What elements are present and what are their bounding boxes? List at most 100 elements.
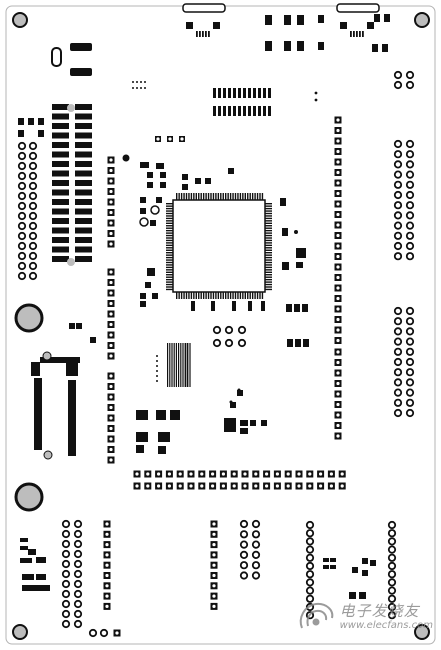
- smd-pad: [52, 199, 69, 205]
- round-pad: [28, 241, 38, 251]
- pad-hole: [109, 447, 113, 452]
- pad-hole: [336, 317, 340, 322]
- smd-pad: [349, 592, 356, 599]
- smd-pad: [212, 292, 215, 299]
- smd-pad: [166, 283, 173, 286]
- smd-pad: [230, 402, 236, 408]
- smd-pad: [297, 15, 304, 25]
- round-pad: [305, 586, 315, 595]
- pad-hole: [109, 210, 113, 215]
- pad-hole: [105, 604, 109, 609]
- smd-pad: [265, 244, 272, 247]
- round-pad: [387, 570, 397, 579]
- pad-hole: [336, 128, 340, 133]
- round-pad: [405, 70, 415, 80]
- smd-pad: [220, 292, 222, 299]
- round-pad: [224, 338, 234, 348]
- pad-hole: [109, 179, 113, 183]
- smd-pad: [213, 88, 216, 98]
- smd-pad: [227, 292, 229, 299]
- test-point: [139, 217, 149, 227]
- smd-pad: [223, 106, 226, 116]
- pad-hole: [178, 484, 182, 488]
- pad-hole: [212, 532, 216, 536]
- round-pad: [393, 80, 403, 90]
- smd-pad: [166, 217, 173, 220]
- smd-pad: [52, 189, 69, 196]
- smd-pad: [265, 286, 272, 288]
- round-pad: [387, 545, 397, 554]
- smd-pad: [166, 254, 173, 256]
- smd-pad: [185, 193, 188, 200]
- pad-hole: [167, 484, 171, 488]
- pad-hole: [105, 573, 109, 578]
- round-pad: [393, 241, 403, 251]
- smd-pad: [247, 292, 249, 299]
- smd-pad: [217, 292, 220, 299]
- round-pad: [73, 579, 83, 589]
- smd-pad: [284, 15, 291, 25]
- smd-pad: [152, 293, 158, 299]
- crystal-bottom: [70, 68, 92, 76]
- pad-hole: [109, 189, 113, 194]
- pad-hole: [212, 604, 216, 609]
- round-pad: [393, 317, 403, 326]
- smd-pad: [223, 88, 226, 98]
- smd-pad: [265, 247, 272, 249]
- round-pad: [405, 398, 415, 407]
- smd-pad: [75, 189, 92, 196]
- round-pad: [73, 549, 83, 559]
- smd-pad: [52, 132, 69, 139]
- smd-pad: [202, 292, 205, 299]
- smd-pad: [225, 292, 227, 299]
- smd-pad: [38, 118, 44, 125]
- smd-pad: [265, 249, 272, 251]
- round-pad: [61, 529, 71, 539]
- smd-pad: [180, 343, 182, 387]
- smd-pad: [284, 41, 291, 51]
- pad-hole: [212, 573, 216, 578]
- smd-pad: [52, 180, 69, 186]
- smd-pad: [251, 193, 254, 200]
- pad-hole: [189, 484, 193, 488]
- smd-pad: [75, 256, 92, 262]
- smd-pad: [18, 130, 24, 137]
- pad-hole: [336, 328, 340, 332]
- mount-hole-top-right: [414, 12, 430, 28]
- smd-pad: [265, 254, 272, 256]
- round-pad: [393, 201, 403, 210]
- round-pad: [251, 550, 261, 560]
- smd-pad: [265, 234, 272, 237]
- pad-hole: [109, 458, 113, 462]
- round-pad: [405, 368, 415, 377]
- smd-pad: [215, 292, 217, 299]
- pad-hole: [109, 280, 113, 285]
- smd-pad: [330, 558, 336, 562]
- smd-pad: [52, 237, 69, 243]
- smd-pad: [22, 574, 34, 580]
- pad-hole: [336, 118, 340, 122]
- round-pad: [251, 571, 261, 580]
- pad-hole: [211, 472, 215, 476]
- smd-pad: [205, 292, 207, 299]
- smd-pad: [176, 292, 178, 299]
- round-pad: [17, 211, 27, 221]
- smd-pad: [249, 193, 251, 200]
- pad-hole: [189, 472, 193, 476]
- smd-pad: [212, 193, 215, 200]
- pad-hole: [156, 137, 160, 141]
- smd-pad: [237, 390, 243, 396]
- smd-pad: [20, 558, 32, 563]
- round-pad: [17, 161, 27, 171]
- smd-pad: [265, 276, 272, 278]
- test-point: [150, 205, 160, 215]
- smd-pad: [193, 292, 195, 299]
- via: [156, 370, 158, 372]
- pad-hole: [336, 202, 340, 206]
- smd-pad: [28, 549, 36, 555]
- round-pad: [305, 611, 315, 620]
- pad-hole: [336, 275, 340, 280]
- smd-pad: [195, 193, 197, 200]
- round-pad: [73, 539, 83, 549]
- pad-hole: [254, 472, 258, 476]
